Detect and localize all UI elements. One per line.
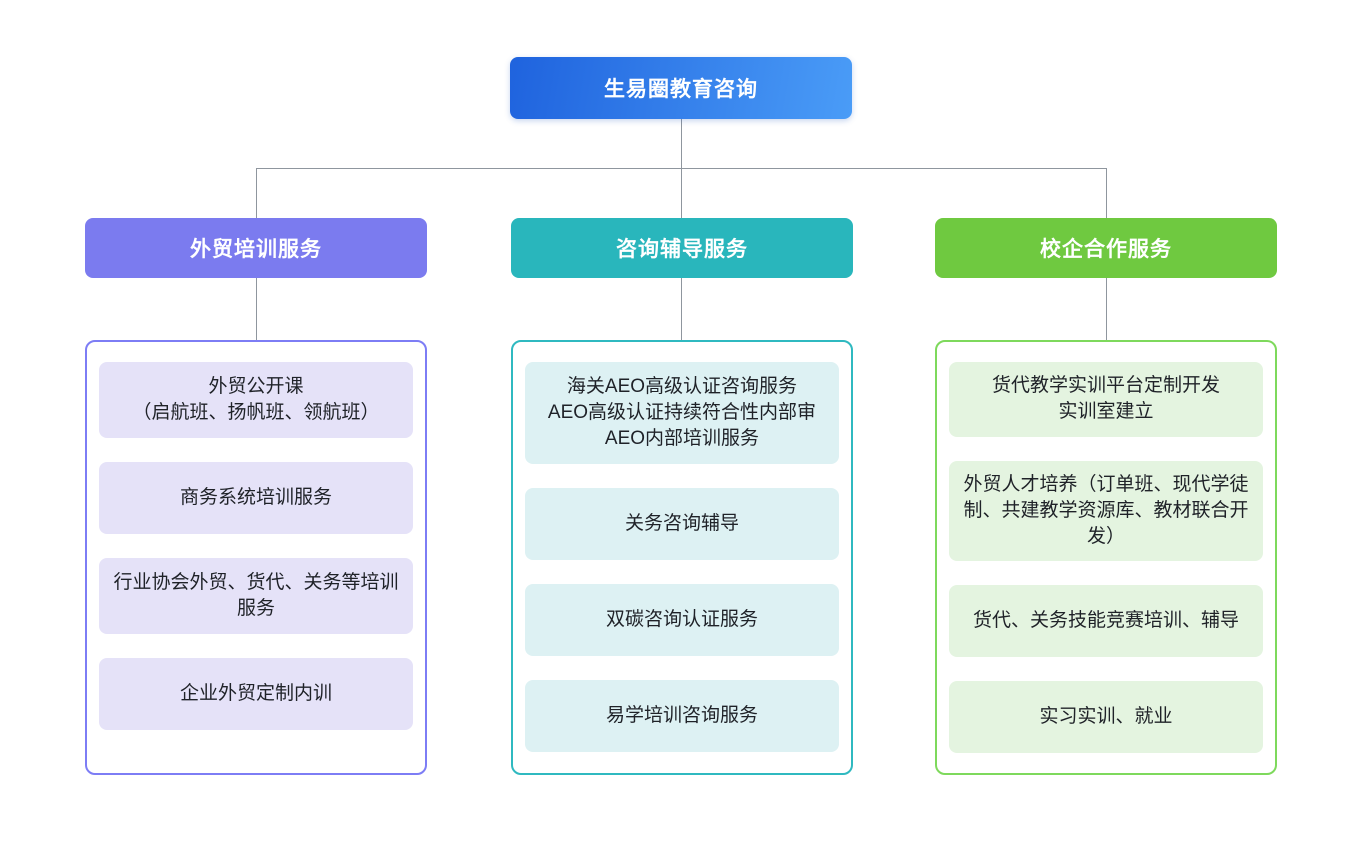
service-item: 海关AEO高级认证咨询服务 AEO高级认证持续符合性内部审 AEO内部培训服务	[525, 362, 839, 464]
service-item: 易学培训咨询服务	[525, 680, 839, 752]
branch-header-school-enterprise-cooperation: 校企合作服务	[935, 218, 1277, 278]
branch-container-school-enterprise-cooperation: 货代教学实训平台定制开发 实训室建立 外贸人才培养（订单班、现代学徒制、共建教学…	[935, 340, 1277, 775]
service-item: 外贸人才培养（订单班、现代学徒制、共建教学资源库、教材联合开发）	[949, 460, 1263, 561]
connector-branch-left-vertical	[256, 278, 257, 340]
branch-container-foreign-trade-training: 外贸公开课 （启航班、扬帆班、领航班） 商务系统培训服务 行业协会外贸、货代、关…	[85, 340, 427, 775]
service-item: 商务系统培训服务	[99, 462, 413, 534]
service-item: 外贸公开课 （启航班、扬帆班、领航班）	[99, 362, 413, 438]
service-item: 货代、关务技能竞赛培训、辅导	[949, 585, 1263, 657]
service-item: 关务咨询辅导	[525, 488, 839, 560]
connector-drop-right	[1106, 168, 1107, 218]
branch-header-foreign-trade-training: 外贸培训服务	[85, 218, 427, 278]
connector-drop-middle	[681, 168, 682, 218]
service-item: 货代教学实训平台定制开发 实训室建立	[949, 362, 1263, 437]
service-item: 行业协会外贸、货代、关务等培训服务	[99, 558, 413, 634]
service-item: 实习实训、就业	[949, 681, 1263, 753]
connector-branch-middle-vertical	[681, 278, 682, 340]
connector-root-vertical	[681, 119, 682, 168]
connector-drop-left	[256, 168, 257, 218]
branch-header-consulting-coaching: 咨询辅导服务	[511, 218, 853, 278]
branch-container-consulting-coaching: 海关AEO高级认证咨询服务 AEO高级认证持续符合性内部审 AEO内部培训服务 …	[511, 340, 853, 775]
service-item: 双碳咨询认证服务	[525, 584, 839, 656]
service-item: 企业外贸定制内训	[99, 658, 413, 730]
root-node: 生易圈教育咨询	[510, 57, 852, 119]
connector-branch-right-vertical	[1106, 278, 1107, 340]
